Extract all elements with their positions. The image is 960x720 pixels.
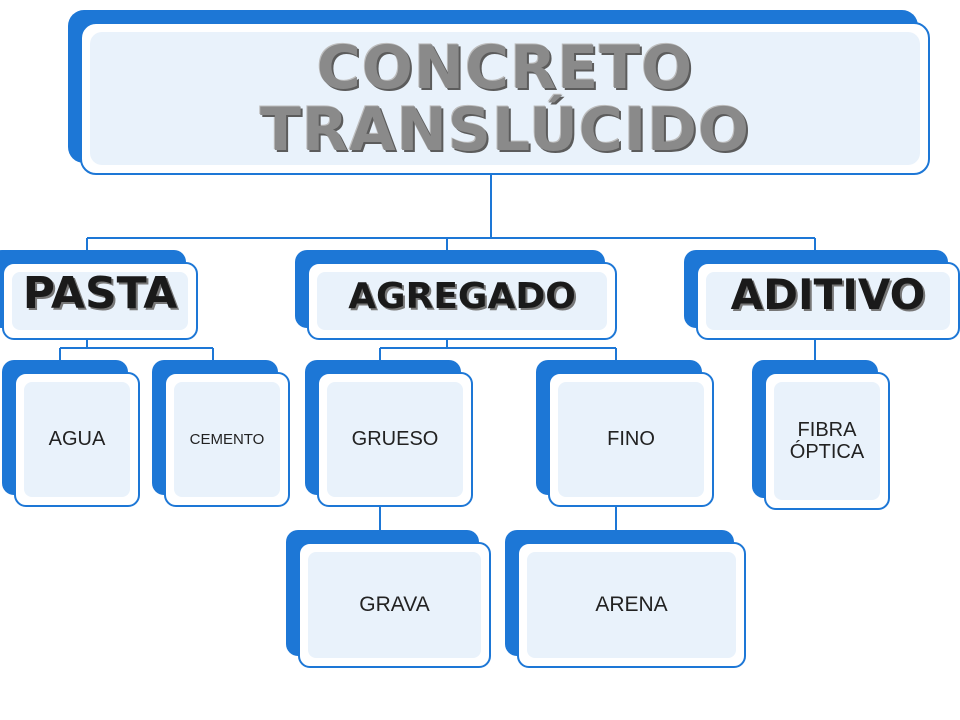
item-label-cemento: CEMENTO <box>189 431 265 448</box>
item-node-grava: GRAVA <box>286 530 491 668</box>
item-label-fibra-optica: FIBRA ÓPTICA <box>789 419 865 463</box>
item-grava-fill: GRAVA <box>308 552 481 658</box>
item-agua-fill: AGUA <box>24 382 130 497</box>
item-label-grava: GRAVA <box>359 593 430 616</box>
item-node-fino: FINO <box>536 360 714 507</box>
item-grueso-fill: GRUESO <box>327 382 463 497</box>
category-label-agregado: AGREGADO <box>348 276 576 317</box>
root-title: CONCRETO TRANSLÚCIDO <box>260 37 750 161</box>
category-label-aditivo: ADITIVO <box>730 270 926 319</box>
item-node-cemento: CEMENTO <box>152 360 290 507</box>
item-grava-frame: GRAVA <box>298 542 491 668</box>
item-label-arena: ARENA <box>595 593 668 616</box>
root-node-frame: CONCRETO TRANSLÚCIDO <box>80 22 930 175</box>
item-arena-frame: ARENA <box>517 542 746 668</box>
root-node-fill: CONCRETO TRANSLÚCIDO <box>90 32 920 165</box>
category-label-pasta: PASTA <box>22 268 178 319</box>
item-agua-frame: AGUA <box>14 372 140 507</box>
item-cemento-frame: CEMENTO <box>164 372 290 507</box>
item-node-fibra-optica: FIBRA ÓPTICA <box>752 360 890 510</box>
category-pasta-fill: PASTA <box>12 268 188 330</box>
root-title-line1: CONCRETO <box>316 32 694 103</box>
category-aditivo-frame: ADITIVO <box>696 262 960 340</box>
item-label-fino: FINO <box>607 428 655 450</box>
item-fino-frame: FINO <box>548 372 714 507</box>
category-agregado-fill: AGREGADO <box>317 272 607 330</box>
category-agregado-frame: AGREGADO <box>307 262 617 340</box>
item-cemento-fill: CEMENTO <box>174 382 280 497</box>
category-pasta-frame: PASTA <box>2 262 198 340</box>
item-node-grueso: GRUESO <box>305 360 473 507</box>
root-node: CONCRETO TRANSLÚCIDO <box>68 10 930 175</box>
category-node-agregado: AGREGADO <box>295 250 617 340</box>
item-fibra-frame: FIBRA ÓPTICA <box>764 372 890 510</box>
category-aditivo-fill: ADITIVO <box>706 270 950 330</box>
category-node-pasta: PASTA <box>0 250 198 340</box>
item-arena-fill: ARENA <box>527 552 736 658</box>
category-node-aditivo: ADITIVO <box>684 250 960 340</box>
item-fino-fill: FINO <box>558 382 704 497</box>
item-node-agua: AGUA <box>2 360 140 507</box>
item-fibra-fill: FIBRA ÓPTICA <box>774 382 880 500</box>
item-label-agua: AGUA <box>48 428 106 450</box>
item-label-grueso: GRUESO <box>351 428 439 450</box>
item-node-arena: ARENA <box>505 530 746 668</box>
item-grueso-frame: GRUESO <box>317 372 473 507</box>
root-title-line2: TRANSLÚCIDO <box>260 94 750 165</box>
